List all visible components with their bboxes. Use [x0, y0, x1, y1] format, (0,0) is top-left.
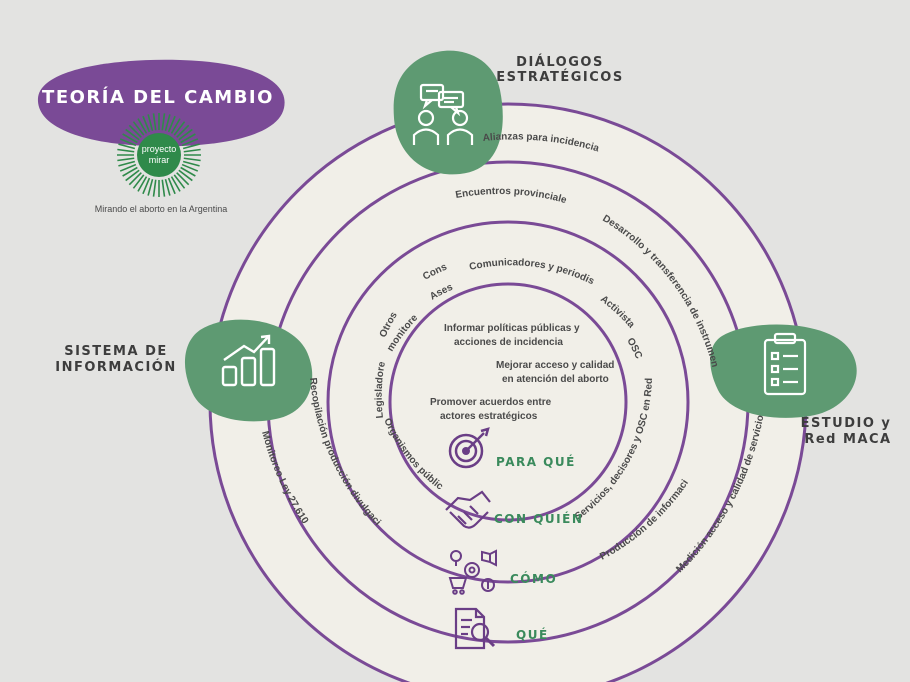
sunburst-ray	[128, 124, 142, 138]
sunburst-ray	[182, 160, 200, 167]
estudio-heading-line2: Red MACA	[804, 432, 891, 447]
sunburst-ray	[164, 178, 171, 196]
sunburst-ray	[173, 174, 186, 189]
heading-como: CÓMO	[510, 571, 557, 586]
sunburst-ray	[180, 166, 196, 177]
sunburst-ray	[181, 163, 199, 172]
heading-con-quien: CON QUIÉN	[494, 511, 583, 526]
sunburst-ray	[132, 121, 145, 136]
logo-brand-line2: mirar	[149, 155, 170, 165]
sunburst-ray	[176, 172, 190, 186]
sunburst-ray	[178, 169, 193, 182]
center-line2: acciones de incidencia	[454, 337, 563, 348]
sunburst-ray	[170, 118, 181, 134]
sunburst-ray	[173, 121, 186, 136]
dialogos-blob	[393, 50, 503, 175]
center-line6: actores estratégicos	[440, 411, 538, 422]
sunburst-ray	[152, 179, 157, 197]
sunburst-ray	[161, 113, 166, 131]
dialog-people-icon	[412, 83, 474, 145]
sunburst-ray	[122, 166, 138, 177]
sunburst-ray	[117, 148, 135, 153]
sunburst-ray	[170, 176, 181, 192]
sunburst-ray	[125, 169, 140, 182]
sunburst-ray	[183, 157, 201, 162]
tools-gears-icon	[448, 549, 497, 595]
logo-blob	[37, 59, 285, 147]
sunburst-icon	[117, 113, 201, 197]
logo-title: TEORÍA DEL CAMBIO	[42, 86, 274, 108]
sunburst-ray	[167, 177, 176, 195]
sunburst-ray	[118, 160, 136, 167]
heading-que: QUÉ	[516, 627, 549, 642]
handshake-icon	[445, 490, 491, 529]
sunburst-ray	[117, 157, 135, 162]
logo-tagline: Mirando el aborto en la Argentina	[95, 204, 228, 214]
sunburst-ray	[128, 172, 142, 186]
sistema-heading-line2: INFORMACIÓN	[55, 359, 176, 375]
sunburst-ray	[119, 163, 137, 172]
sunburst-ray	[122, 133, 138, 144]
heading-para-que: PARA QUÉ	[496, 454, 576, 469]
sunburst-ray	[181, 138, 199, 147]
document-search-icon	[454, 607, 496, 650]
logo-center	[137, 133, 181, 177]
sistema-heading-line1: SISTEMA DE	[64, 344, 168, 359]
sunburst-ray	[132, 174, 145, 189]
sunburst-ray	[152, 113, 157, 131]
sunburst-ray	[142, 177, 151, 195]
sunburst-ray	[164, 114, 171, 132]
center-line4: en atención del aborto	[502, 374, 609, 385]
sunburst-ray	[182, 143, 200, 150]
sunburst-ray	[167, 115, 176, 133]
sistema-blob	[184, 319, 313, 422]
sunburst-ray	[147, 178, 154, 196]
center-line3: Mejorar acceso y calidad	[496, 360, 614, 371]
dialogos-heading-line2: ESTRATÉGICOS	[496, 69, 623, 85]
estudio-blob	[710, 324, 857, 418]
target-icon	[448, 427, 490, 469]
ring-para-que	[388, 282, 628, 522]
sunburst-ray	[119, 138, 137, 147]
logo-brand-line1: proyecto	[142, 144, 177, 154]
sunburst-ray	[178, 128, 193, 141]
bar-chart-icon	[221, 334, 276, 387]
sunburst-ray	[125, 128, 140, 141]
sunburst-ray	[137, 118, 148, 134]
sunburst-ray	[183, 148, 201, 153]
center-line1: Informar políticas públicas y	[444, 323, 580, 334]
sunburst-ray	[180, 133, 196, 144]
sunburst-ray	[142, 115, 151, 133]
sunburst-ray	[147, 114, 154, 132]
center-line5: Promover acuerdos entre	[430, 397, 552, 408]
dialogos-heading-line1: DIÁLOGOS	[516, 54, 604, 70]
clipboard-checklist-icon	[763, 332, 807, 396]
sunburst-ray	[161, 179, 166, 197]
estudio-heading-line1: ESTUDIO y	[801, 416, 892, 431]
sunburst-ray	[176, 124, 190, 138]
sunburst-ray	[118, 143, 136, 150]
sunburst-ray	[137, 176, 148, 192]
